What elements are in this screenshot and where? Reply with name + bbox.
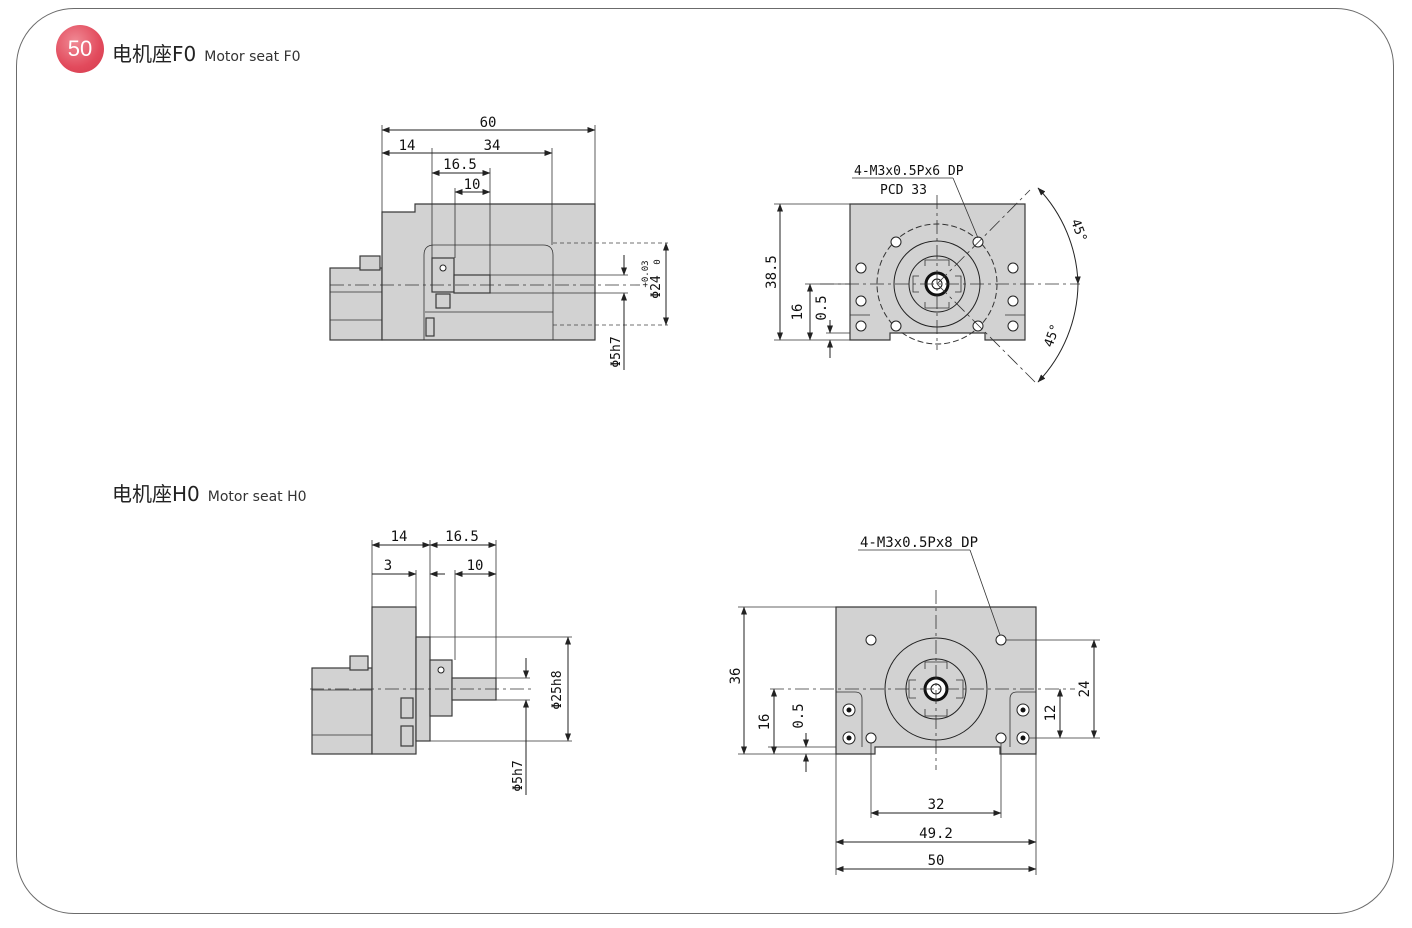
- h0-dim-24: 24: [1077, 681, 1093, 698]
- f0-dim-0-5: 0.5: [814, 295, 830, 320]
- h0-dim-32: 32: [928, 797, 945, 813]
- h0-dim-16: 16: [757, 714, 773, 731]
- f0-dim-dia24: Φ24: [649, 275, 664, 299]
- f0-dim-dia24-tol-lower: 0: [653, 259, 663, 264]
- h0-side-view: 14 16.5 3 10 Φ25h8 Φ5h7: [310, 529, 572, 795]
- section-title-h0-zh: 电机座H0: [112, 482, 200, 506]
- h0-dim-14: 14: [391, 529, 408, 545]
- h0-callout-thread: 4-M3x0.5Px8 DP: [860, 535, 978, 551]
- f0-callout-thread: 4-M3x0.5Px6 DP: [854, 164, 964, 179]
- f0-dim-10: 10: [464, 177, 481, 193]
- h0-dim-dia5h7: Φ5h7: [511, 760, 526, 791]
- h0-dim-16-5: 16.5: [445, 529, 479, 545]
- f0-callout-pcd: PCD 33: [880, 183, 927, 198]
- f0-dim-60: 60: [480, 115, 497, 131]
- h0-dim-0-5: 0.5: [791, 703, 807, 728]
- f0-angle-top: 45°: [1067, 217, 1089, 244]
- f0-side-view: 60 14 34 16.5 10 Φ24 +0.03 0 Φ5h7: [329, 115, 669, 370]
- section-title-f0-en: Motor seat F0: [204, 49, 301, 65]
- f0-dim-dia5h7: Φ5h7: [609, 336, 624, 367]
- f0-dim-16-5: 16.5: [443, 157, 477, 173]
- f0-dim-dia24-tol-upper: +0.03: [641, 260, 651, 287]
- h0-dim-12: 12: [1043, 705, 1059, 722]
- h0-dim-dia25h8: Φ25h8: [550, 670, 565, 709]
- f0-angle-bottom: 45°: [1042, 322, 1064, 349]
- section-title-h0: 电机座H0 Motor seat H0: [112, 478, 307, 507]
- page-number-badge: 50: [56, 25, 104, 73]
- f0-dim-14: 14: [399, 138, 416, 154]
- h0-dim-10: 10: [467, 558, 484, 574]
- f0-front-view: 45° 45° 4-M3x0.5Px6 DP PCD 33 38.5 16 0.…: [764, 164, 1089, 383]
- f0-dim-34: 34: [484, 138, 501, 154]
- section-title-f0-zh: 电机座F0: [112, 42, 197, 66]
- f0-dim-16: 16: [790, 304, 806, 321]
- section-title-h0-en: Motor seat H0: [207, 489, 307, 505]
- page-frame: [16, 8, 1394, 914]
- h0-front-view: 4-M3x0.5Px8 DP 36 16 0.5 24 12 32 49.2 5…: [728, 535, 1100, 875]
- h0-dim-3: 3: [384, 558, 392, 574]
- h0-dim-50: 50: [928, 853, 945, 869]
- h0-dim-36: 36: [728, 668, 744, 685]
- section-title-f0: 电机座F0 Motor seat F0: [112, 38, 301, 67]
- f0-dim-38-5: 38.5: [764, 255, 780, 289]
- h0-dim-49-2: 49.2: [919, 826, 953, 842]
